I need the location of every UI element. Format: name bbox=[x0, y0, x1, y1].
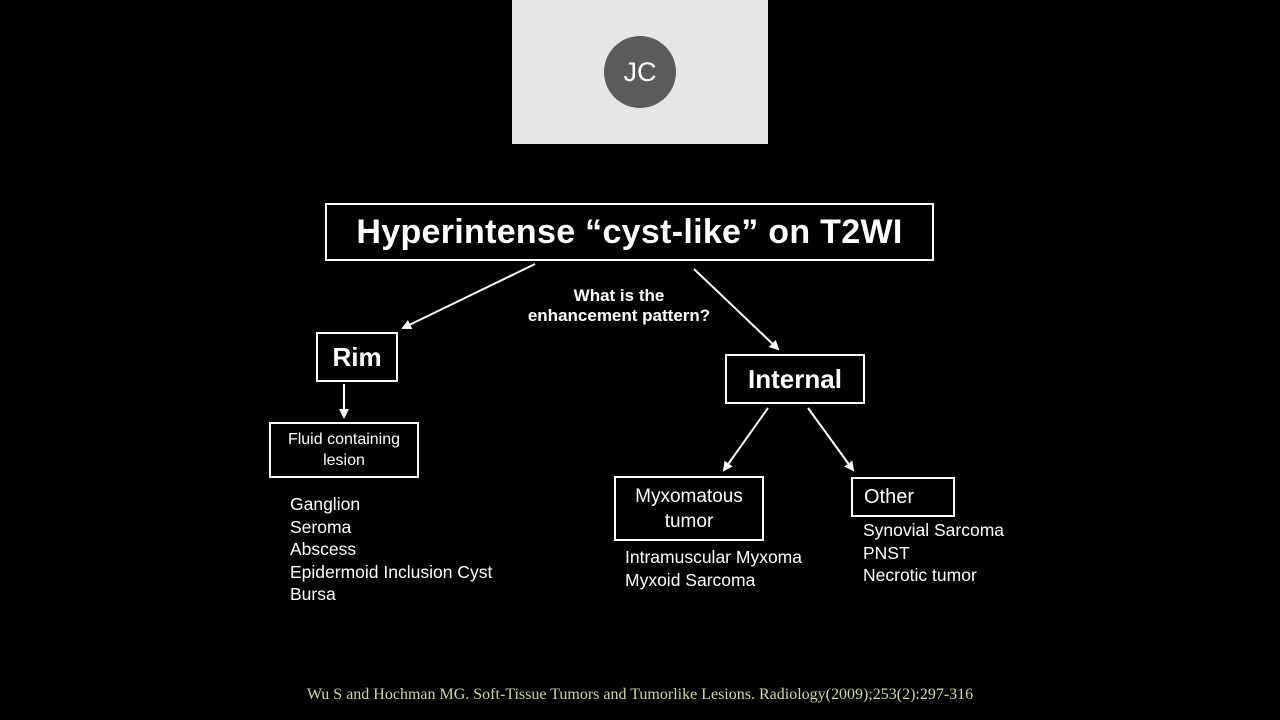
fluid-line-2: lesion bbox=[323, 452, 365, 469]
fluid-line-1: Fluid containing bbox=[287, 431, 401, 448]
fluid-containing-lesion-box: Fluid containing lesion bbox=[269, 422, 419, 478]
list-item: PNST bbox=[863, 542, 910, 563]
arrow-to-rim bbox=[401, 263, 536, 330]
list-item: Abscess bbox=[290, 539, 357, 559]
myxomatous-line-1: Myxomatous bbox=[635, 485, 743, 507]
list-item: Seroma bbox=[290, 516, 352, 537]
arrow-to-internal bbox=[693, 268, 780, 351]
list-item: Bursa bbox=[290, 584, 336, 604]
arrow-to-other bbox=[807, 407, 855, 472]
list-item: Necrotic tumor bbox=[863, 565, 977, 585]
myxomatous-lesion-list: Intramuscular Myxoma Myxoid Sarcoma bbox=[625, 546, 802, 591]
question-line-2: enhancement pattern? bbox=[527, 306, 711, 325]
list-item: Myxoid Sarcoma bbox=[625, 569, 756, 590]
list-item: Synovial Sarcoma bbox=[863, 520, 1005, 540]
other-label: Other bbox=[864, 485, 915, 508]
myxomatous-tumor-box: Myxomatous tumor bbox=[614, 476, 764, 541]
other-box: Other bbox=[851, 477, 955, 517]
slide-title: Hyperintense “cyst-like” on T2WI bbox=[356, 212, 903, 251]
other-lesion-list: Synovial Sarcoma PNST Necrotic tumor bbox=[863, 519, 1004, 587]
internal-box: Internal bbox=[725, 354, 865, 404]
rim-box: Rim bbox=[316, 332, 398, 382]
list-item: Ganglion bbox=[290, 494, 361, 514]
slide-title-box: Hyperintense “cyst-like” on T2WI bbox=[325, 203, 934, 261]
rim-lesion-list: Ganglion Seroma Abscess Epidermoid Inclu… bbox=[290, 493, 492, 606]
citation: Wu S and Hochman MG. Soft-Tissue Tumors … bbox=[306, 686, 974, 703]
list-item: Intramuscular Myxoma bbox=[625, 547, 802, 567]
myxomatous-line-2: tumor bbox=[664, 510, 714, 532]
participant-avatar: JC bbox=[604, 36, 676, 108]
internal-label: Internal bbox=[748, 363, 842, 394]
participant-video-tile[interactable]: JC bbox=[512, 0, 768, 144]
list-item: Epidermoid Inclusion Cyst bbox=[290, 561, 493, 582]
question-line-1: What is the bbox=[573, 286, 665, 305]
enhancement-question: What is the enhancement pattern? bbox=[508, 286, 730, 326]
arrow-to-myxomatous bbox=[722, 407, 769, 472]
rim-label: Rim bbox=[332, 341, 382, 372]
